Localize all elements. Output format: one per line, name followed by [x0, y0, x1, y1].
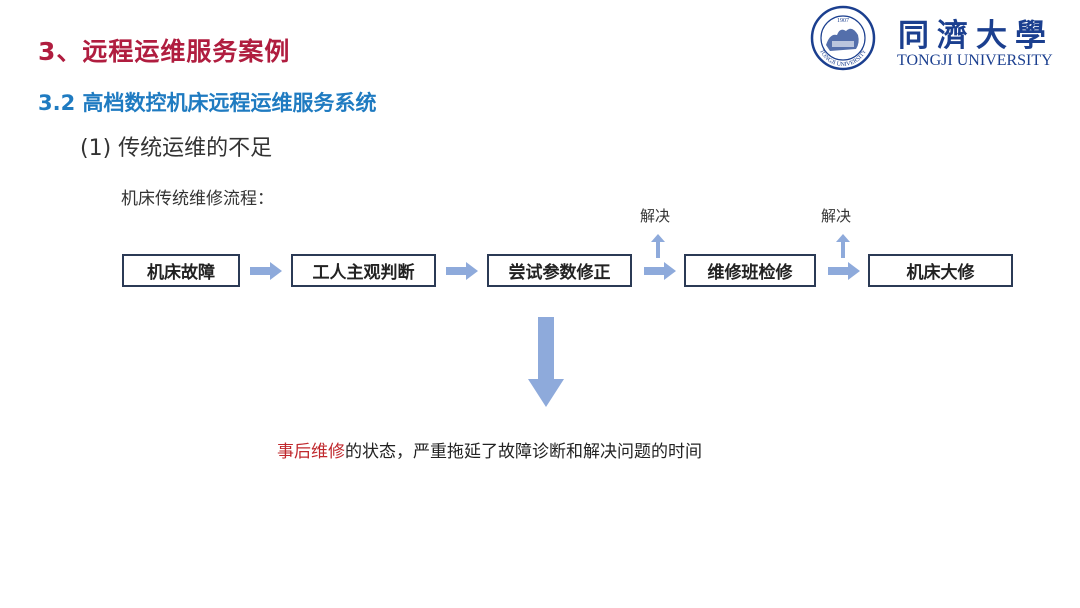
university-name-cn: 同濟大學 [898, 18, 1054, 54]
section-heading: (1) 传统运维的不足 [80, 136, 273, 161]
flow-step-5: 机床大修 [868, 254, 1013, 287]
conclusion-rest: 的状态，严重拖延了故障诊断和解决问题的时间 [345, 442, 702, 462]
slide-title: 3、远程运维服务案例 [38, 37, 291, 66]
slide-subtitle: 3.2 高档数控机床远程运维服务系统 [38, 91, 377, 115]
university-seal-icon: 1907 TONGJI UNIVERSITY [810, 5, 876, 71]
flow-label: 机床传统维修流程： [121, 189, 274, 209]
up-arrow-icon [836, 234, 850, 258]
up-arrow-icon [651, 234, 665, 258]
flow-step-4: 维修班检修 [684, 254, 816, 287]
right-arrow-icon [828, 262, 860, 280]
down-arrow-icon [528, 317, 564, 407]
right-arrow-icon [644, 262, 676, 280]
resolve-label-1: 解决 [640, 207, 671, 225]
right-arrow-icon [446, 262, 478, 280]
flow-step-1: 机床故障 [122, 254, 240, 287]
flow-step-3: 尝试参数修正 [487, 254, 632, 287]
resolve-label-2: 解决 [821, 207, 852, 225]
svg-text:1907: 1907 [837, 18, 849, 24]
university-name-en: TONGJI UNIVERSITY [897, 52, 1053, 69]
conclusion-highlight: 事后维修 [277, 442, 345, 462]
flow-step-2: 工人主观判断 [291, 254, 436, 287]
conclusion-text: 事后维修的状态，严重拖延了故障诊断和解决问题的时间 [277, 437, 702, 462]
right-arrow-icon [250, 262, 282, 280]
